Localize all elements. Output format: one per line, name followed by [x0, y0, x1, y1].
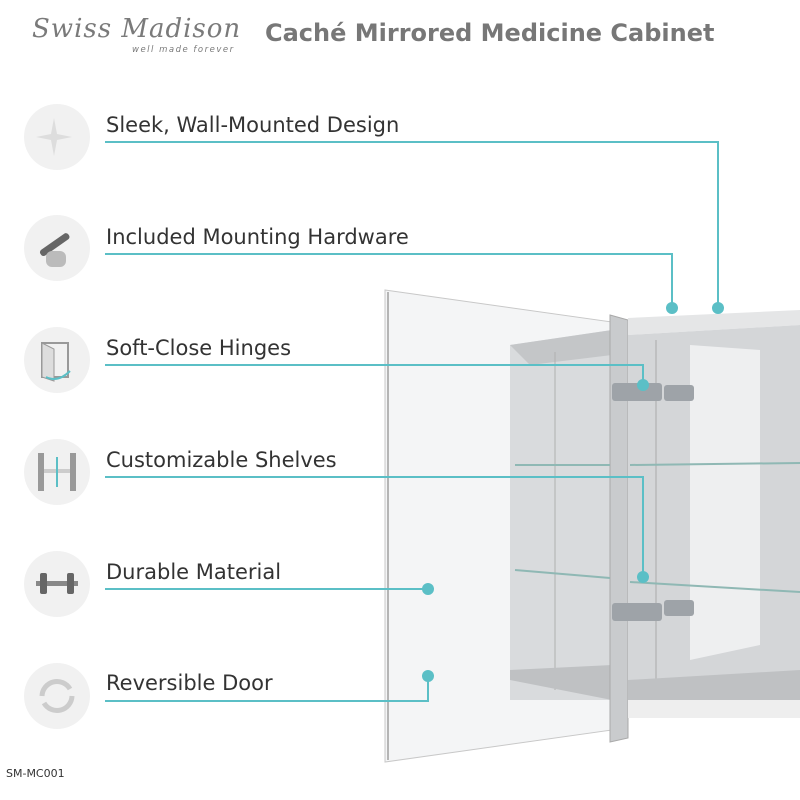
brand-logo: Swiss Madison well made forever: [32, 14, 242, 55]
door-hinge-icon: [24, 327, 90, 393]
rotate-arrows-icon: [24, 663, 90, 729]
wrench-hand-icon: [24, 215, 90, 281]
feature-mounting-hardware: Included Mounting Hardware: [106, 225, 409, 249]
brand-name: Swiss Madison: [32, 14, 242, 44]
brand-tagline: well made forever: [132, 45, 235, 55]
feature-durable: Durable Material: [106, 560, 282, 584]
feature-shelves: Customizable Shelves: [106, 448, 337, 472]
sparkle-icon: [24, 104, 90, 170]
feature-reversible: Reversible Door: [106, 671, 273, 695]
model-number: SM-MC001: [6, 767, 65, 780]
adjustable-shelf-icon: [24, 439, 90, 505]
callout-lines: [105, 141, 719, 702]
feature-soft-close: Soft-Close Hinges: [106, 336, 292, 360]
feature-wall-mounted: Sleek, Wall-Mounted Design: [106, 113, 400, 137]
callout-dots: [422, 302, 724, 682]
dumbbell-icon: [24, 551, 90, 617]
page-title: Caché Mirrored Medicine Cabinet: [265, 19, 715, 47]
